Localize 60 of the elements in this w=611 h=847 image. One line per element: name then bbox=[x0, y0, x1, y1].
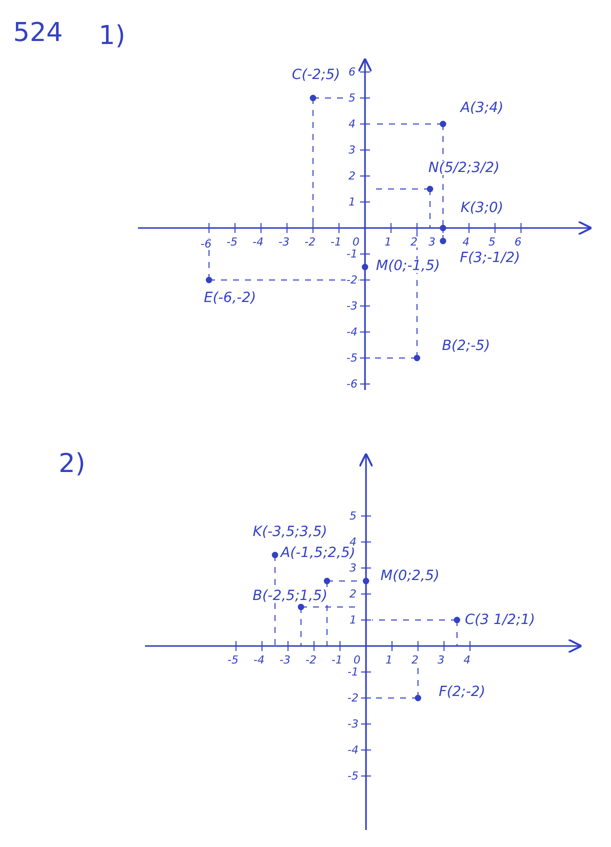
tick-label: 6 bbox=[348, 66, 356, 78]
tick-label: -5 bbox=[226, 654, 240, 666]
tick-label: -4 bbox=[346, 744, 360, 756]
tick-label: 4 bbox=[462, 654, 472, 666]
point-label: B(2;-5) bbox=[440, 339, 492, 353]
tick-label: 3 bbox=[348, 144, 356, 156]
point-label: N(5/2;3/2) bbox=[427, 161, 501, 175]
tick-label: 3 bbox=[348, 562, 358, 574]
tick-label: 0 bbox=[352, 654, 362, 666]
tick-label: -4 bbox=[252, 236, 264, 248]
point-label: A(-1,5;2,5) bbox=[280, 546, 356, 560]
tick-label: 4 bbox=[348, 536, 358, 548]
tick-label: -2 bbox=[304, 654, 318, 666]
tick-label: -1 bbox=[330, 654, 344, 666]
exercise-number: 2) bbox=[58, 451, 86, 477]
point-label: E(-6,-2) bbox=[202, 291, 258, 305]
tick-label: -3 bbox=[278, 654, 292, 666]
point-label: F(2;-2) bbox=[438, 685, 486, 699]
point-label: K(-3,5;3,5) bbox=[252, 525, 328, 539]
point-label: C(-2;5) bbox=[290, 68, 342, 82]
tick-label: -4 bbox=[346, 326, 358, 338]
tick-label: -1 bbox=[330, 236, 342, 248]
tick-label: -3 bbox=[346, 718, 360, 730]
tick-label: 1 bbox=[348, 196, 356, 208]
tick-label: -2 bbox=[304, 236, 316, 248]
tick-label: -4 bbox=[252, 654, 266, 666]
tick-label: -1 bbox=[346, 666, 360, 678]
tick-label: 6 bbox=[514, 236, 522, 248]
tick-label: 2 bbox=[348, 588, 358, 600]
point-label: F(3;-1/2) bbox=[458, 251, 522, 265]
tick-label: -5 bbox=[226, 236, 238, 248]
point-label: M(0;2,5) bbox=[380, 569, 440, 583]
tick-label: 1 bbox=[384, 654, 394, 666]
tick-label: -2 bbox=[346, 692, 360, 704]
point-label: K(3;0) bbox=[460, 201, 504, 215]
point-label: A(3;4) bbox=[459, 101, 505, 115]
tick-label: -3 bbox=[346, 300, 358, 312]
tick-label: 1 bbox=[384, 236, 392, 248]
tick-label: -6 bbox=[200, 238, 212, 250]
tick-label: 5 bbox=[348, 92, 356, 104]
tick-label: 2 bbox=[410, 236, 418, 248]
tick-label: -3 bbox=[278, 236, 290, 248]
tick-label: 2 bbox=[410, 654, 420, 666]
tick-label: 0 bbox=[352, 236, 360, 248]
tick-label: 3 bbox=[428, 236, 436, 248]
tick-label: 4 bbox=[462, 236, 470, 248]
tick-label: 2 bbox=[348, 170, 356, 182]
tick-label: 5 bbox=[488, 236, 496, 248]
tick-label: 3 bbox=[436, 654, 446, 666]
point-label: C(3 1/2;1) bbox=[464, 613, 536, 627]
tick-label: 5 bbox=[348, 510, 358, 522]
tick-label: -6 bbox=[346, 378, 358, 390]
tick-label: -1 bbox=[346, 248, 358, 260]
tick-label: -2 bbox=[346, 274, 358, 286]
point-label: M(0;-1,5) bbox=[375, 259, 441, 273]
point-label: B(-2,5;1,5) bbox=[252, 589, 328, 603]
tick-label: -5 bbox=[346, 352, 358, 364]
tick-label: 1 bbox=[348, 614, 358, 626]
tick-label: -5 bbox=[346, 770, 360, 782]
tick-label: 4 bbox=[348, 118, 356, 130]
